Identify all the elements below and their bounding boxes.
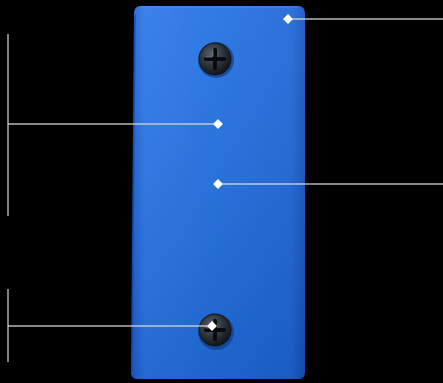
top-screw bbox=[198, 42, 234, 78]
callout-top-right-corner bbox=[283, 14, 443, 24]
callout-left-upper bbox=[8, 119, 223, 129]
phillips-screw-icon bbox=[204, 48, 226, 70]
blue-plate bbox=[131, 6, 305, 379]
phillips-screw-icon bbox=[204, 319, 226, 341]
bottom-screw bbox=[198, 313, 234, 350]
callout-left-lower-screw bbox=[8, 321, 217, 331]
callout-right-middle bbox=[213, 179, 443, 189]
